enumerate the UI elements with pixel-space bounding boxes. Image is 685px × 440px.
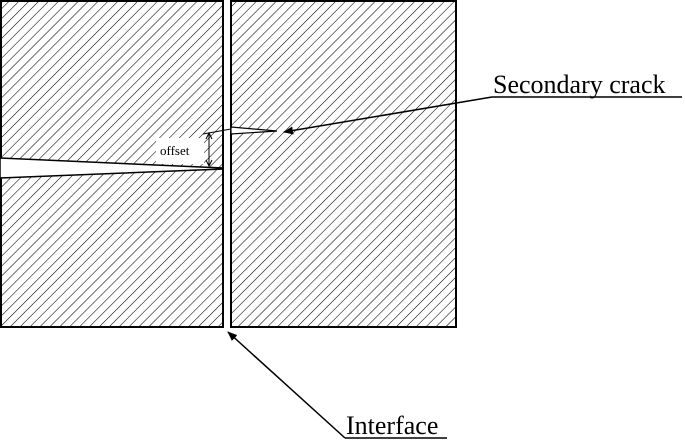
interface-label: Interface — [346, 411, 438, 440]
secondary-crack-label: Secondary crack — [493, 70, 666, 99]
main-crack — [0, 157, 224, 179]
secondary-crack-leader-arrow — [283, 96, 493, 135]
offset-extension-line — [202, 128, 232, 135]
interface-leader-arrow — [227, 331, 346, 439]
secondary-crack — [230, 126, 278, 135]
offset-arrow-bottom-icon — [205, 159, 213, 168]
offset-label-box — [156, 138, 204, 164]
right-material-block — [230, 0, 457, 328]
offset-label: offset — [160, 143, 190, 158]
